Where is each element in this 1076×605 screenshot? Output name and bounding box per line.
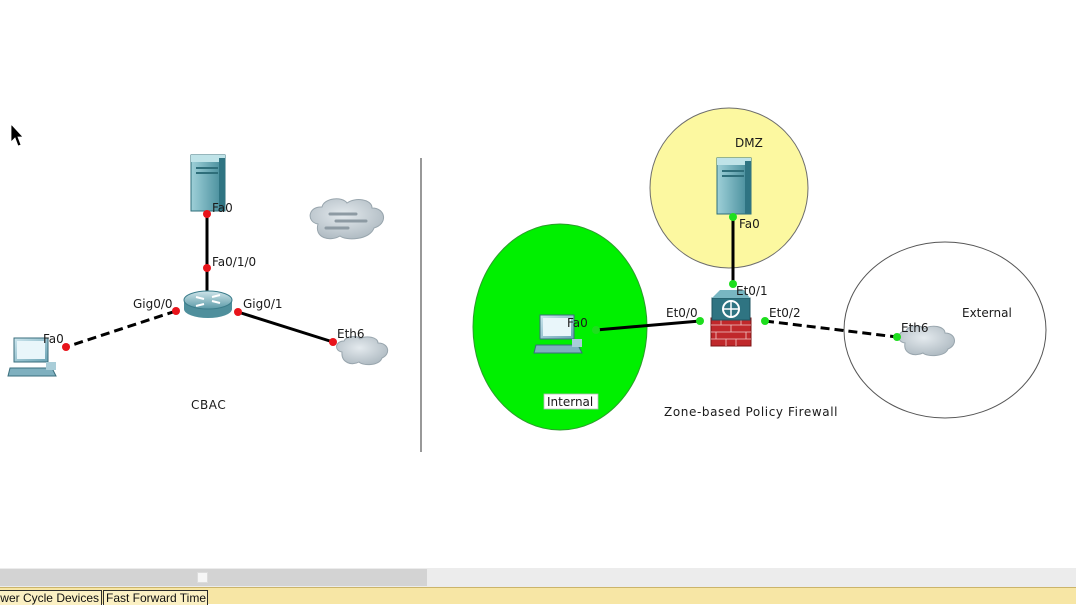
server-icon[interactable] — [716, 157, 752, 215]
fw-port-inside-label: Et0/0 — [666, 306, 698, 320]
fw-port-dmz-label: Et0/1 — [736, 284, 768, 298]
router-port-right-label: Gig0/1 — [243, 297, 283, 311]
external-cloud-port-label: Eth6 — [901, 321, 929, 335]
link-router-cloud[interactable] — [237, 310, 334, 344]
server-port-label: Fa0 — [212, 201, 233, 215]
router-port-left-label: Gig0/0 — [133, 297, 173, 311]
server-icon[interactable] — [190, 154, 226, 212]
pc-icon[interactable] — [533, 314, 583, 354]
internal-pc-port-label: Fa0 — [567, 316, 588, 330]
zone-dmz-label: DMZ — [735, 136, 763, 150]
firewall-icon[interactable] — [710, 290, 752, 347]
link-router-pc[interactable] — [65, 309, 177, 349]
fw-port-outside-label: Et0/2 — [769, 306, 801, 320]
router-port-up-label: Fa0/1/0 — [212, 255, 256, 269]
router-icon[interactable] — [183, 290, 233, 318]
zone-internal-label: Internal — [547, 395, 593, 409]
cbac-caption: CBAC — [191, 398, 226, 412]
link-fw-internal[interactable] — [595, 319, 701, 332]
scrollbar-grip-icon[interactable] — [197, 572, 208, 583]
zbfw-caption: Zone-based Policy Firewall — [664, 405, 838, 419]
logical-workspace[interactable]: Fa0 Fa0/1/0 Gig0/0 Gig0/1 Fa0 Eth6 CBAC — [0, 0, 1076, 568]
cloud-port-label: Eth6 — [337, 327, 365, 341]
scrollbar-thumb[interactable] — [0, 569, 427, 586]
dmz-server-port-label: Fa0 — [739, 217, 760, 231]
link-fw-external[interactable] — [764, 319, 898, 339]
zone-internal-label-box — [543, 393, 599, 410]
pc-port-label: Fa0 — [43, 332, 64, 346]
cloud-icon[interactable] — [309, 198, 384, 240]
cloud-icon[interactable] — [336, 336, 389, 366]
horizontal-scrollbar[interactable] — [0, 568, 1076, 587]
realtime-toolbar: Power Cycle Devices Fast Forward Time — [0, 587, 1076, 605]
power-cycle-devices-button[interactable]: Power Cycle Devices — [0, 590, 102, 605]
zbfw-topology: DMZ Fa0 Et0/1 Et0/0 Et0/2 Fa0 Eth6 Exter… — [472, 107, 1047, 431]
pc-icon[interactable] — [7, 337, 57, 377]
zone-external-label: External — [962, 306, 1012, 320]
zone-external[interactable] — [843, 241, 1047, 419]
fast-forward-time-button[interactable]: Fast Forward Time — [103, 590, 208, 605]
cursor-arrow-icon — [10, 122, 24, 147]
cloud-icon[interactable] — [898, 325, 955, 357]
cbac-topology: Fa0 Fa0/1/0 Gig0/0 Gig0/1 Fa0 Eth6 CBAC — [7, 154, 389, 412]
